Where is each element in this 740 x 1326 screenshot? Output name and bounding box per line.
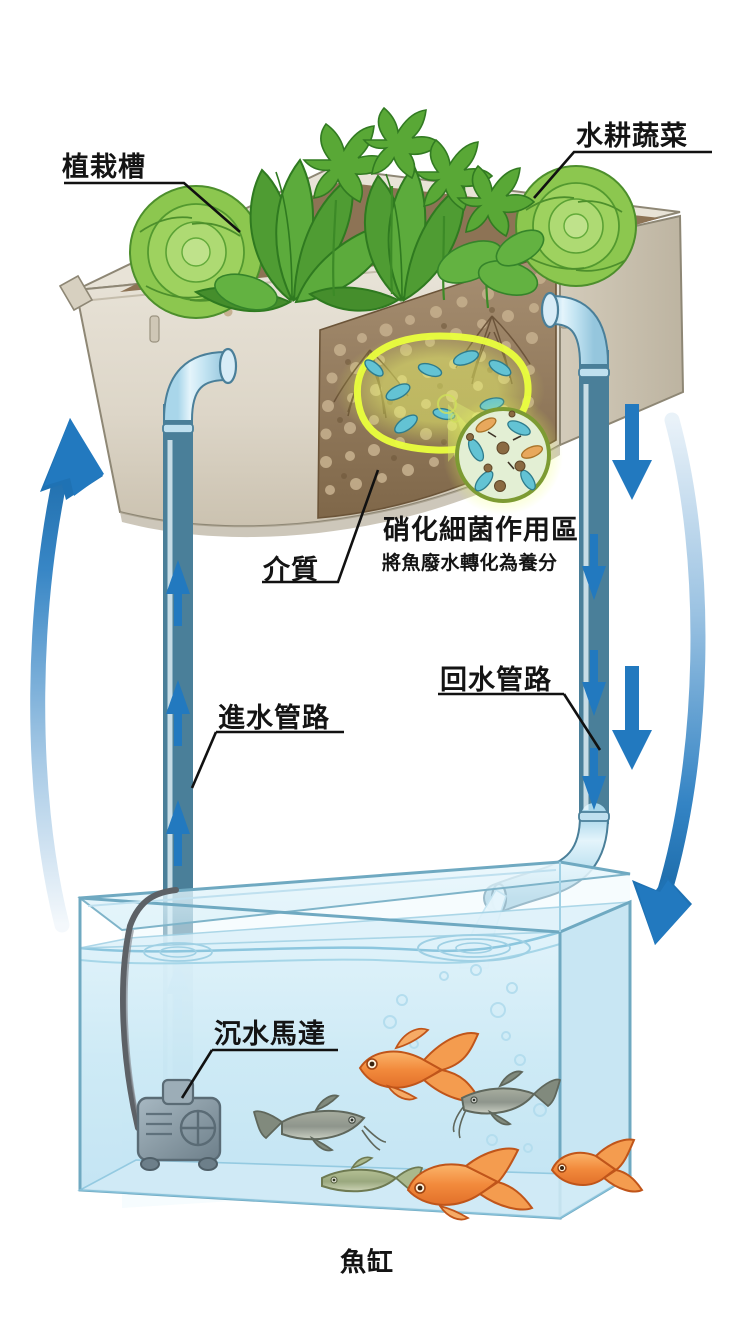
fish-catfish-1 [452, 1070, 562, 1139]
label-submersible-pump: 沉水馬達 [214, 1019, 326, 1050]
parsley-plant [302, 106, 536, 238]
bacteria-magnifier-circle [443, 395, 563, 515]
hydroponic-plants [129, 106, 637, 319]
spinach-plant-2 [307, 164, 466, 312]
circulation-arrow-right [632, 412, 706, 945]
label-inlet-pipe: 進水管路 [218, 703, 330, 734]
return-flow-arrows [582, 534, 606, 810]
label-nitrifying-zone-subtitle: 將魚廢水轉化為養分 [382, 552, 558, 574]
fish-catfish-2 [252, 1094, 387, 1152]
label-planting-trough: 植栽槽 [62, 152, 146, 183]
fish-goldfish-3 [550, 1138, 644, 1193]
label-nitrifying-zone-title: 硝化細菌作用區 [383, 515, 579, 546]
circulation-arrow-left [30, 418, 104, 933]
lettuce-right [515, 165, 637, 287]
label-hydroponic-vegetables: 水耕蔬菜 [576, 121, 688, 152]
label-medium: 介質 [263, 555, 319, 586]
leafy-greens-extra [214, 229, 545, 311]
fish-goldfish-1 [358, 1027, 482, 1103]
label-return-pipe: 回水管路 [440, 665, 552, 696]
external-flow-arrows-right [612, 404, 652, 770]
leader-lines [64, 150, 712, 1099]
fish-goldfish-2 [406, 1147, 534, 1221]
submersible-pump [120, 887, 222, 1171]
bubbles [364, 964, 547, 1153]
label-fish-tank: 魚缸 [340, 1248, 395, 1278]
